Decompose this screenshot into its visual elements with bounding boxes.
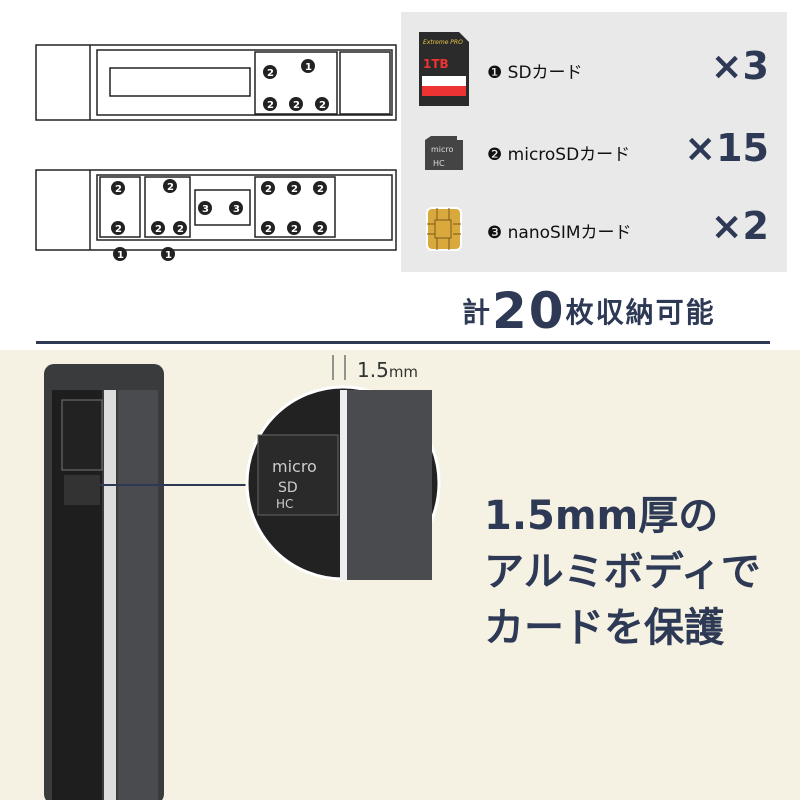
- slot-marker-number: 2: [291, 224, 298, 235]
- sd-card-label: ❶ SDカード: [487, 63, 583, 83]
- slot-marker: [261, 181, 275, 195]
- nanosim-card-label: ❸ nanoSIMカード: [487, 223, 632, 243]
- slot-marker-number: 2: [267, 68, 274, 79]
- slot-marker-number: 2: [155, 224, 162, 235]
- slot-marker-number: 2: [177, 224, 184, 235]
- slot-marker: [289, 97, 303, 111]
- slot-marker-number: 1: [117, 250, 124, 261]
- slot-marker-number: 2: [317, 184, 324, 195]
- svg-text:1TB: 1TB: [423, 57, 449, 71]
- slot-marker-number: 2: [267, 100, 274, 111]
- slot-marker-number: 2: [319, 100, 326, 111]
- headline: 1.5mm厚の アルミボディで カードを保護: [484, 488, 761, 656]
- sd-card-count: ×3: [710, 44, 769, 88]
- slot-marker-number: 2: [265, 224, 272, 235]
- card-row-nanosim: ❸ nanoSIMカード ×2: [401, 194, 787, 264]
- slot-marker: [313, 221, 327, 235]
- sd-card-icon: Extreme PRO 1TB: [419, 32, 469, 106]
- aluminum-body-section: micro SD HC 1.5mm 1.5mm厚の アルミボディで カードを保護: [0, 350, 800, 800]
- slot-marker: [263, 65, 277, 79]
- card-row-sd: Extreme PRO 1TB ❶ SDカード ×3: [401, 32, 787, 106]
- card-capacity-panel: Extreme PRO 1TB ❶ SDカード ×3 micro HC ❷ mi…: [401, 12, 787, 272]
- slot-marker: [161, 247, 175, 261]
- slot-marker-number: 2: [115, 184, 122, 195]
- headline-line-3: カードを保護: [484, 605, 724, 651]
- slot-marker: [151, 221, 165, 235]
- slot-marker: [287, 221, 301, 235]
- slot-marker: [313, 181, 327, 195]
- slot-marker: [198, 201, 212, 215]
- slot-marker-number: 2: [291, 184, 298, 195]
- slot-marker: [111, 181, 125, 195]
- nanosim-card-count: ×2: [710, 204, 769, 248]
- slot-marker-number: 2: [293, 100, 300, 111]
- slot-marker-number: 2: [265, 184, 272, 195]
- slot-marker-number: 3: [202, 204, 209, 215]
- top-section: 2 1 2 2 2 2 2 2 2 2 3 3 2 2 2 2 2 2 1 1 Extreme PRO 1TB ❶ S…: [0, 0, 800, 350]
- slot-marker: [261, 221, 275, 235]
- slot-marker-number: 1: [305, 62, 312, 73]
- microsd-magnified-label: micro: [272, 457, 317, 476]
- sim-card-icon: [426, 207, 462, 251]
- slot-marker: [111, 221, 125, 235]
- svg-text:SD: SD: [278, 480, 298, 496]
- slot-marker: [163, 179, 177, 193]
- divider: [36, 341, 770, 344]
- svg-text:micro: micro: [431, 145, 454, 154]
- svg-text:Extreme PRO: Extreme PRO: [423, 39, 463, 46]
- slot-marker-number: 1: [165, 250, 172, 261]
- slot-marker: [287, 181, 301, 195]
- svg-text:HC: HC: [433, 159, 445, 168]
- slot-marker-number: 3: [233, 204, 240, 215]
- slot-marker-number: 2: [317, 224, 324, 235]
- thickness-dimension: 1.5mm: [357, 358, 419, 382]
- svg-text:HC: HC: [276, 497, 293, 511]
- slot-marker: [301, 59, 315, 73]
- slot-marker: [315, 97, 329, 111]
- microsd-card-count: ×15: [684, 126, 769, 170]
- case-cross-section-illustration: micro SD HC: [44, 355, 441, 800]
- microsd-card-icon: micro HC: [425, 136, 463, 170]
- case-layout-diagram: 2 1 2 2 2 2 2 2 2 2 3 3 2 2 2 2 2 2 1 1: [35, 44, 397, 261]
- slot-marker: [263, 97, 277, 111]
- card-row-microsd: micro HC ❷ microSDカード ×15: [401, 116, 787, 186]
- headline-line-1: 1.5mm厚の: [484, 493, 719, 539]
- headline-line-2: アルミボディで: [484, 549, 761, 595]
- slot-marker: [113, 247, 127, 261]
- slot-marker: [173, 221, 187, 235]
- total-capacity-heading: 計20枚収納可能: [462, 282, 716, 340]
- slot-marker: [229, 201, 243, 215]
- slot-marker-number: 2: [167, 182, 174, 193]
- microsd-card-label: ❷ microSDカード: [487, 145, 631, 165]
- slot-marker-number: 2: [115, 224, 122, 235]
